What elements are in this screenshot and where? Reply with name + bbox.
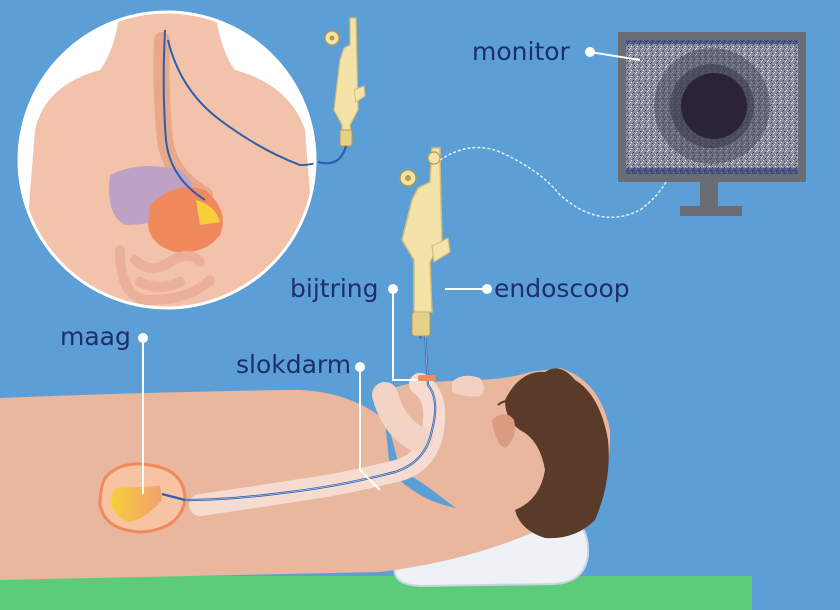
bite-ring (418, 375, 436, 381)
leader-lines (142, 51, 641, 494)
label-endoscoop: endoscoop (494, 274, 630, 303)
endoscope-icon (399, 146, 669, 339)
patient-icon (0, 329, 611, 580)
bed (0, 576, 752, 610)
monitor-icon (618, 32, 806, 216)
label-bijtring: bijtring (290, 274, 379, 303)
leader-dots (138, 47, 595, 372)
label-maag: maag (60, 322, 131, 351)
label-monitor: monitor (472, 37, 571, 66)
label-slokdarm: slokdarm (236, 350, 351, 379)
stomach-icon (98, 462, 187, 534)
endoscope-small-icon (317, 17, 366, 165)
torso-inset-icon (17, 10, 317, 310)
